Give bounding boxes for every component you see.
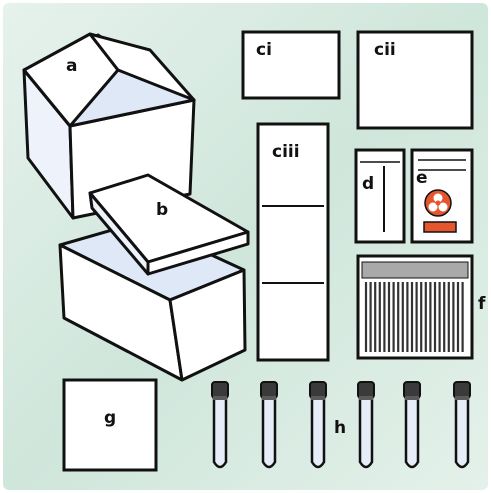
item-e [412, 150, 472, 242]
label-ciii: ciii [272, 144, 300, 161]
label-a: a [66, 58, 77, 75]
label-b: b [156, 202, 168, 219]
tube [404, 382, 420, 467]
item-f [358, 256, 472, 358]
tube [212, 382, 228, 467]
biohazard-icon [425, 190, 451, 216]
tube [310, 382, 326, 467]
label-f: f [478, 296, 485, 313]
tube [358, 382, 374, 467]
label-h: h [334, 420, 346, 437]
label-cii: cii [374, 42, 396, 59]
label-ci: ci [256, 42, 272, 59]
item-d [356, 150, 404, 242]
label-g: g [104, 410, 116, 427]
tube [454, 382, 470, 467]
label-d: d [362, 176, 374, 193]
label-e: e [416, 170, 428, 187]
tube [261, 382, 277, 467]
